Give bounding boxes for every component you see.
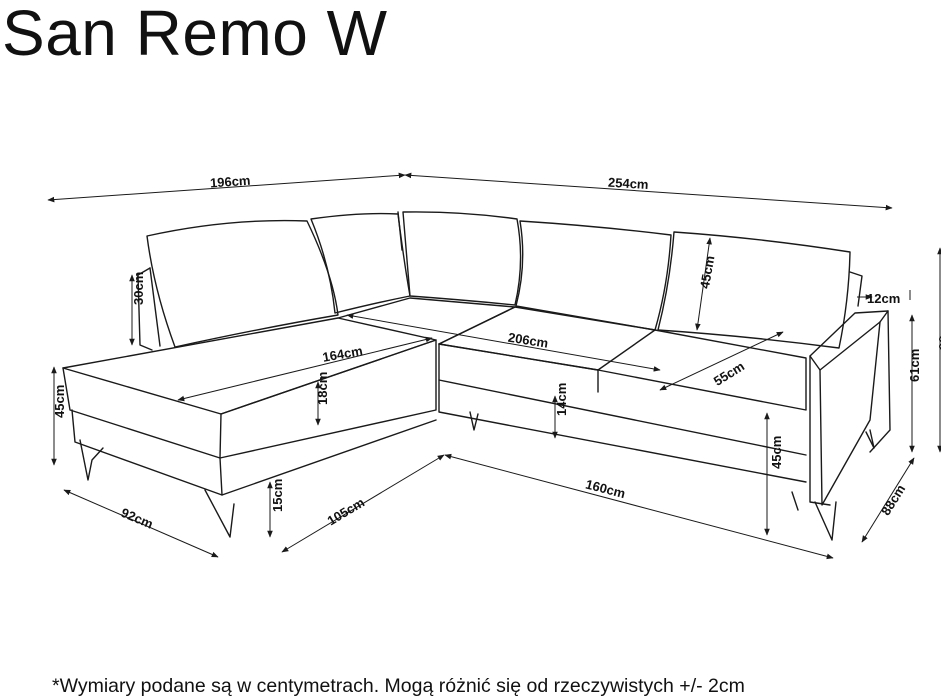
dim-seat-width-main: 206cm: [507, 330, 549, 351]
dim-back-height-left: 30cm: [131, 272, 146, 305]
dim-armrest-width: 12cm: [867, 291, 900, 306]
sofa-outline: [62, 211, 891, 541]
dimension-lines: [47, 172, 941, 560]
dimension-labels: 196cm 254cm 30cm 164cm 206cm 45cm 12cm 9…: [52, 173, 941, 532]
dim-armrest-height: 61cm: [907, 349, 922, 382]
dim-total-height: 90cm: [936, 317, 941, 350]
dim-leg-height: 15cm: [270, 479, 285, 512]
dim-base-height: 14cm: [554, 383, 569, 416]
product-title: San Remo W: [2, 0, 388, 69]
dim-total-width-left: 196cm: [209, 173, 250, 191]
dim-total-width-right: 254cm: [608, 175, 649, 192]
dim-seat-height-right: 45cm: [769, 436, 784, 469]
dim-base-length-left: 105cm: [325, 495, 367, 529]
dim-back-cushion-height: 45cm: [697, 254, 718, 289]
dim-chaise-width: 92cm: [119, 505, 155, 532]
dimensions-disclaimer: *Wymiary podane są w centymetrach. Mogą …: [52, 675, 745, 697]
dim-seat-thickness: 18cm: [315, 372, 330, 405]
dim-seat-height-left: 45cm: [52, 385, 67, 418]
dim-seat-depth-left: 164cm: [321, 343, 363, 365]
dim-total-depth: 88cm: [878, 482, 908, 518]
